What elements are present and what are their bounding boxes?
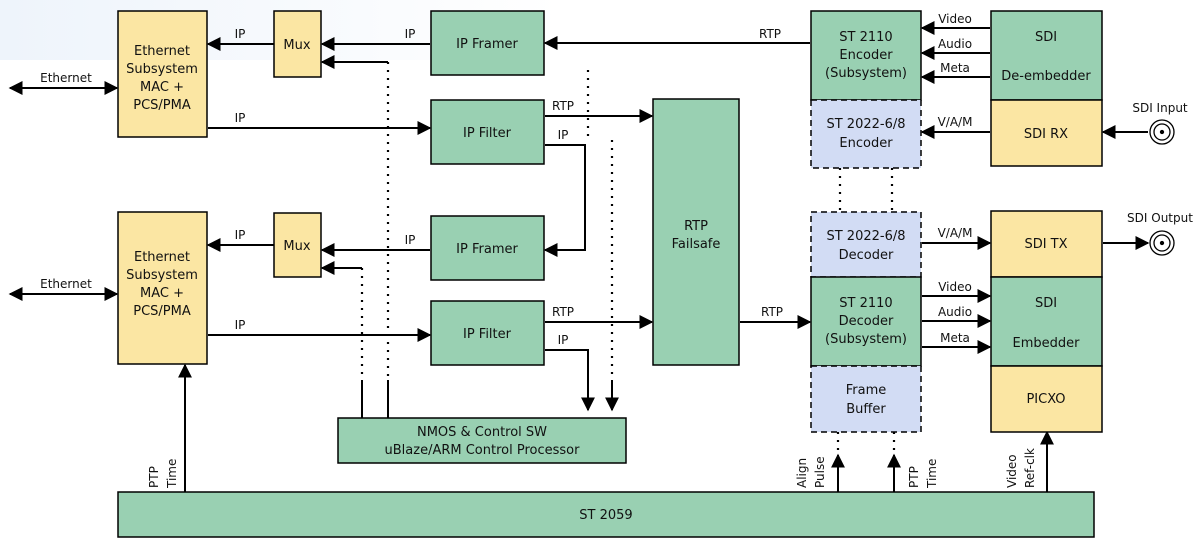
ethernet-bot-line-3: MAC +: [140, 286, 184, 301]
frame-buffer: [810, 365, 922, 433]
rtp-label-filter-bot: RTP: [552, 305, 574, 319]
mux-bot: [273, 212, 322, 278]
ip-label-framer-bot: IP: [405, 233, 416, 247]
meta-label-dec: Meta: [940, 331, 970, 345]
frame-buffer-line-1: Frame: [846, 383, 887, 398]
connectors: [8, 21, 1150, 492]
mux-top-label: Mux: [283, 38, 310, 53]
ethernet-subsystem-top: [117, 10, 208, 138]
ip-framer-bot-label: IP Framer: [456, 242, 518, 257]
nmos-line-2: uBlaze/ARM Control Processor: [385, 443, 581, 458]
st2110-encoder: [810, 10, 922, 101]
sdi-embed-line-2: Embedder: [1013, 336, 1081, 351]
refclk-label: Ref-clk: [1023, 448, 1037, 488]
ethernet-bot-line-4: PCS/PMA: [133, 304, 191, 319]
audio-label-enc: Audio: [938, 37, 972, 51]
sdi-embedder: [990, 276, 1103, 367]
picxo-label: PICXO: [1026, 392, 1065, 407]
ip-label-filter-bot-out: IP: [558, 333, 569, 347]
video-label-dec: Video: [938, 280, 972, 294]
pulse-label: Pulse: [813, 456, 827, 488]
ip-label-filter-bot-in: IP: [235, 318, 246, 332]
ethernet-bot-line-1: Ethernet: [134, 250, 190, 265]
control-solid: [361, 380, 619, 418]
time-label-right: Time: [925, 459, 939, 489]
st2022-dec-line-2: Decoder: [839, 248, 894, 263]
st2022-enc-line-2: Encoder: [839, 136, 893, 151]
ethernet-top-line-3: MAC +: [140, 80, 184, 95]
st2110-dec-line-3: (Subsystem): [825, 332, 907, 347]
ethernet-top-line-2: Subsystem: [126, 62, 198, 77]
sdi-deembed-line-2: De-embedder: [1001, 69, 1091, 84]
ip-label-mux-bot: IP: [235, 228, 246, 242]
video-label-enc: Video: [938, 12, 972, 26]
time-label-left: Time: [165, 459, 179, 489]
ip-filter-top-label: IP Filter: [463, 126, 512, 141]
st2022-enc-line-1: ST 2022-6/8: [826, 117, 905, 132]
mux-top: [273, 10, 322, 78]
mux-bot-label: Mux: [283, 239, 310, 254]
nmos-control: [337, 417, 627, 464]
frame-buffer-line-2: Buffer: [846, 402, 886, 417]
vam-label-rx: V/A/M: [938, 115, 973, 129]
st2022-encoder: [810, 99, 922, 169]
ptp-label-right: PTP: [907, 466, 921, 488]
ethernet-top-line-4: PCS/PMA: [133, 98, 191, 113]
st2110-dec-line-1: ST 2110: [839, 296, 892, 311]
sdi-rx: [990, 99, 1103, 167]
rtp-failsafe: [652, 98, 740, 366]
rtp-failsafe-line-1: RTP: [684, 219, 708, 234]
st2022-decoder: [810, 211, 922, 278]
sdi-deembed-line-1: SDI: [1035, 30, 1057, 45]
sdi-tx: [990, 210, 1103, 278]
sdi-deembedder: [990, 10, 1103, 101]
align-label: Align: [795, 458, 809, 488]
rtp-label-encoder: RTP: [759, 27, 781, 41]
sdi-embed-line-1: SDI: [1035, 296, 1057, 311]
st2110-enc-line-2: Encoder: [839, 48, 893, 63]
sdi-output-label: SDI Output: [1127, 211, 1193, 225]
ethernet-subsystem-bot: [117, 211, 208, 365]
sdi-input-label: SDI Input: [1132, 101, 1188, 115]
ip-label-filter-top-in: IP: [235, 111, 246, 125]
video-label-refclk: Video: [1005, 454, 1019, 488]
picxo: [990, 365, 1103, 433]
ip-filter-bot-label: IP Filter: [463, 327, 512, 342]
rtp-label-failsafe-out: RTP: [761, 305, 783, 319]
vam-label-tx: V/A/M: [938, 226, 973, 240]
st2059-label: ST 2059: [579, 508, 632, 523]
ip-filter-bot: [430, 300, 545, 366]
st2059: [117, 491, 1095, 538]
ethernet-top-line-1: Ethernet: [134, 44, 190, 59]
dotted-paths: [360, 62, 896, 455]
ip-filter-top: [430, 99, 545, 165]
meta-label-enc: Meta: [940, 61, 970, 75]
audio-label-dec: Audio: [938, 305, 972, 319]
sdi-tx-label: SDI TX: [1024, 237, 1067, 252]
ethernet-top-label: Ethernet: [40, 71, 92, 85]
ip-framer-top: [430, 10, 545, 76]
nmos-line-1: NMOS & Control SW: [417, 425, 547, 440]
ip-label-framer-top: IP: [405, 27, 416, 41]
sdi-rx-label: SDI RX: [1024, 127, 1068, 142]
ip-framer-top-label: IP Framer: [456, 37, 518, 52]
ethernet-bot-line-2: Subsystem: [126, 268, 198, 283]
ip-framer-bot: [430, 215, 545, 281]
ip-label-filter-top-out: IP: [558, 128, 569, 142]
st2110-enc-line-3: (Subsystem): [825, 66, 907, 81]
st2110-dec-line-2: Decoder: [839, 314, 894, 329]
ethernet-bot-label: Ethernet: [40, 277, 92, 291]
st2022-dec-line-1: ST 2022-6/8: [826, 229, 905, 244]
rtp-label-filter-top: RTP: [552, 99, 574, 113]
ptp-label-left: PTP: [147, 466, 161, 488]
rtp-failsafe-line-2: Failsafe: [672, 237, 721, 252]
st2110-enc-line-1: ST 2110: [839, 30, 892, 45]
st2110-decoder: [810, 276, 922, 367]
ip-label-mux-top: IP: [235, 27, 246, 41]
sdi-output-connector: [1149, 230, 1175, 256]
sdi-input-connector: [1149, 119, 1175, 145]
